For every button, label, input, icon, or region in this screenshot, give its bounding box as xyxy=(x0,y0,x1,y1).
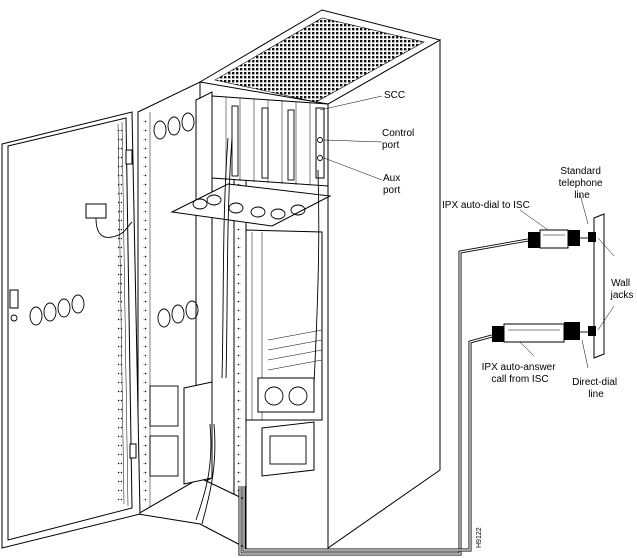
rail-holes-right xyxy=(237,130,241,530)
scc-card xyxy=(315,107,325,179)
rail-access-plate xyxy=(149,385,179,427)
wall-jack-bottom xyxy=(588,326,596,336)
label-standard-telephone-line: Standard telephone line xyxy=(559,166,606,201)
auto-dial-modem xyxy=(528,229,594,249)
door-latch-handle xyxy=(9,289,19,309)
door-hinge-bottom xyxy=(129,443,137,459)
lower-interior xyxy=(245,229,323,421)
label-ipx-auto-dial: IPX auto-dial to ISC xyxy=(442,200,530,211)
cabinet-side-panel xyxy=(327,39,441,549)
label-wall-jacks: Wall jacks xyxy=(610,278,634,301)
label-direct-dial-line: Direct-dial line xyxy=(572,377,620,400)
card-cage xyxy=(211,95,329,187)
wall-jack-top xyxy=(588,232,596,242)
fan-icon xyxy=(288,386,308,406)
ipx-cabinet xyxy=(136,9,442,549)
external-phone-cables xyxy=(238,213,605,556)
auto-answer-modem xyxy=(492,322,594,343)
card-slot xyxy=(287,109,295,181)
door-box-cable xyxy=(95,217,133,238)
cabinet-base xyxy=(136,477,247,549)
door-cable-loops xyxy=(29,294,85,326)
fan-icon xyxy=(264,386,284,406)
rail-access-plate xyxy=(149,435,179,477)
junction-box xyxy=(183,381,213,485)
door-hinge-top xyxy=(125,149,133,165)
wall-jack-plate xyxy=(588,213,605,359)
label-ipx-auto-answer: IPX auto-answer call from ISC xyxy=(482,362,559,385)
door-storage-box xyxy=(85,203,107,219)
figure-id: H9122 xyxy=(476,527,483,548)
control-port-connector xyxy=(317,137,323,143)
fan-tray xyxy=(257,377,315,413)
rail-holes-left xyxy=(143,116,147,506)
power-panel-plate xyxy=(269,435,307,465)
power-panel xyxy=(261,421,315,477)
leader-lines xyxy=(319,95,615,369)
aux-port-connector xyxy=(317,155,323,161)
tray-cable-loops xyxy=(192,194,306,220)
label-aux-port: Aux port xyxy=(383,173,403,196)
door-rail-holes xyxy=(118,130,122,500)
card-slot xyxy=(261,107,269,179)
internal-cables xyxy=(195,137,320,525)
cabinet-door xyxy=(1,111,199,549)
label-scc: SCC xyxy=(384,90,405,101)
label-control-port: Control port xyxy=(382,128,417,151)
cable-tray xyxy=(170,183,332,227)
cabinet-top-vent-mesh xyxy=(214,17,425,103)
door-lock-icon xyxy=(10,314,18,322)
door-inner xyxy=(7,117,133,541)
rail-cable-loops xyxy=(153,112,199,328)
